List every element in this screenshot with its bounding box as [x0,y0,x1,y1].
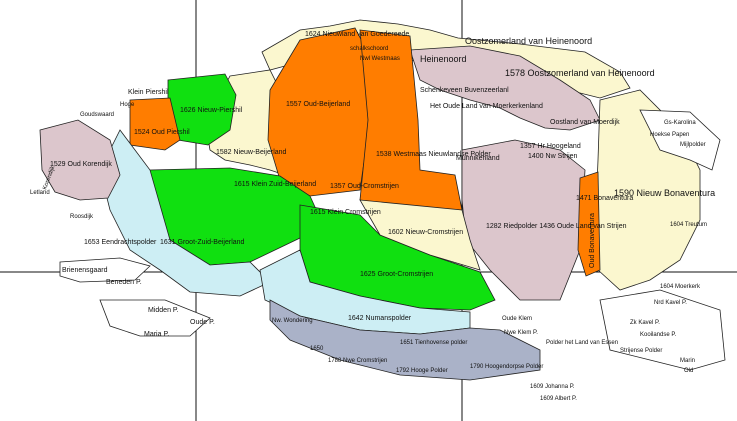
label-nieuw-beijerland: 1582 Nieuw-Beijerland [216,149,287,156]
label-polder-land: Polder het Land van Essen [546,340,618,346]
label-letland: Letland [30,190,50,196]
label-zk-kavel: Zk Kavel P. [630,320,660,326]
region-southeast-small [599,289,726,371]
region-nieuw-cromstrijen [359,199,481,271]
label-1788: 1788 Nwe Cromstrijen [328,358,387,364]
label-oude-land: Het Oude Land van Moerkerkenland [430,103,543,110]
label-hoge: Hoge [120,102,135,108]
label-riedpolder: 1282 Riedpolder 1436 Oude Land van Strij… [486,223,627,230]
label-groot-zuid-beijerland: 1631 Groot-Zuid-Beijerland [160,239,245,246]
label-strijense: Strijense Polder [620,348,662,354]
label-bonaventura-1471: 1471 Bonaventura [576,195,633,202]
label-tienhovense: 1651 Tienhovense polder [400,340,467,346]
label-mijlpolder: Mijlpolder [680,142,706,148]
region-brienensgaard [59,257,151,283]
label-nw-strijen: 1400 Nw Strijen [528,153,578,160]
label-old: Old [684,368,693,374]
label-klein-piershil: Klein Piershil [128,89,169,96]
label-midden: Midden P. [148,307,179,314]
label-1790: 1790 Hoogendorpse Polder [470,364,543,370]
label-nwl-westmaas: Nwl Westmaas [360,56,400,62]
label-marin: Marin [680,358,695,364]
label-heinenoord: Heinenoord [420,54,467,64]
label-munnikenland: Munnikenland [456,155,500,162]
label-nieuw-bonaventura: 1590 Nieuw Bonaventura [614,188,715,198]
label-nw-wondering: Nw. Wondering [272,318,313,324]
label-roosdijk: Roosdijk [70,214,94,220]
label-oostland-moerdijk: Oostland van Moerdijk [550,119,620,126]
label-moerkerk: 1604 Moerkerk [660,284,701,290]
label-beneden: Beneden P. [106,279,142,286]
label-albert: 1609 Albert P. [540,396,577,402]
label-oostzomerland-top: Oostzomerland van Heinenoord [465,36,592,46]
label-maria: Maria P. [144,331,169,338]
label-zuid-beijerland: 1615 Klein Zuid-Beijerland [234,181,316,188]
label-groot-cromstrijen: 1625 Groot-Cromstrijen [360,271,433,278]
label-nwe-klem: Nwe Klem P. [504,330,538,336]
label-schalkschoord: schalkschoord [350,46,388,52]
label-1792: 1792 Hooge Polder [396,368,448,374]
label-oude-p: Oude P. [190,319,215,326]
label-oud-bonaventura: Oud Bonaventura [589,213,596,268]
label-schenkeveen: Schenkeveen Buvenzeerlanl [420,87,509,94]
label-westmaas: 1538 Westmaas Nieuwlandse Polder [376,151,491,158]
label-oud-cromstrijen: 1357 Oud-Cromstrijen [330,183,399,190]
label-nieuw-piershil: 1626 Nieuw-Piershil [180,107,243,114]
label-hoogeland: 1357 Hr Hoogeland [520,143,581,150]
label-nrd-kavel: Nrd Kavel P. [654,300,687,306]
label-johanna: 1609 Johanna P. [530,384,575,390]
label-karolina: Gs-Karolina [664,120,696,126]
label-nieuw-cromstrijen: 1602 Nieuw-Cromstrijen [388,229,463,236]
label-oud-beijerland: 1557 Oud-Beijerland [286,101,350,108]
label-oostzomerland-1578: 1578 Oostzomerland van Heinenoord [505,68,655,78]
label-goudswaard: Goudswaard [80,112,114,118]
label-treutum: 1604 Treutum [670,222,707,228]
region-oud-bonaventura [577,171,601,277]
label-numanspolder: 1642 Numanspolder [348,315,412,322]
label-klein-cromstrijen: 1615 Klein Cromstrijen [310,209,381,216]
region-maria [99,299,211,337]
label-oud-korendijk: 1529 Oud Korendijk [50,161,112,168]
label-oude-klem: Oude Klem [502,316,532,322]
label-eendrachtspolder: 1653 Eendrachtspolder [84,239,157,246]
region-slate-south [269,299,541,381]
label-oud-piershil: 1524 Oud Piershil [134,129,190,136]
region-pink-northeast [409,45,601,131]
region-eendracht [99,129,271,297]
label-kooilandse: Kooilandse P. [640,332,677,338]
label-brienensgaard: Brienensgaard [62,267,108,274]
region-westmaas [359,29,463,215]
label-hoekse: Hoekse Papen [650,132,689,138]
region-oud-piershil [129,97,181,151]
label-1650: 1650 [310,346,324,352]
region-east-small [639,109,721,171]
region-korendijk [39,119,121,201]
label-noord-goedereede: 1624 Nieuwland van Goedereede [305,31,409,38]
